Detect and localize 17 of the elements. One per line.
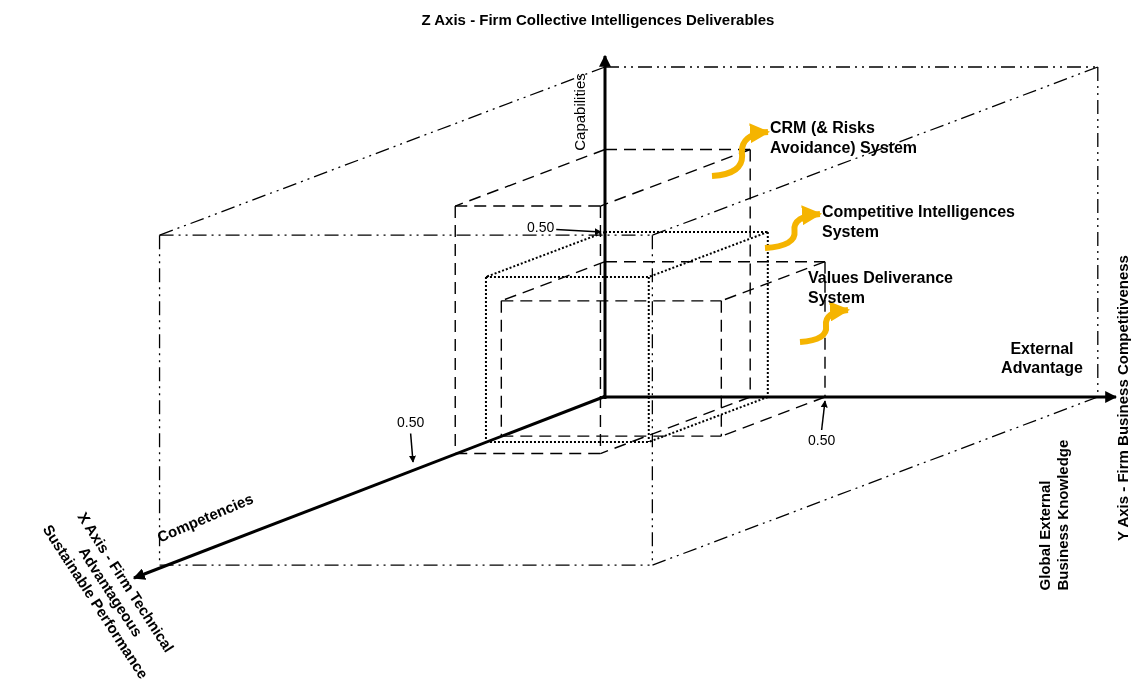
system-label: CRM (& Risks Avoidance) System [770,118,945,158]
axis-label: External Advantage [1000,339,1084,378]
curved-arrow [764,205,822,251]
curved-arrow [711,123,770,179]
value-label: 0.50 [397,414,425,432]
value-label: 0.50 [527,219,555,237]
value-label: 0.50 [808,432,836,450]
axis-label: Capabilities [570,73,589,151]
curved-arrow [799,302,850,345]
system-label: Values Deliverance System [808,268,1008,308]
system-label: Competitive Intelligences System [822,202,1072,242]
pointer-arrow [555,228,602,236]
axis-title: Z Axis - Firm Collective Intelligences Deliverables [421,11,775,29]
pointer-arrow [820,400,828,431]
pointer-arrow [409,432,416,463]
axis-title: Y Axis - Firm Business Competitiveness [1113,255,1132,541]
axis-label: Global External Business Knowledge [1035,438,1071,591]
